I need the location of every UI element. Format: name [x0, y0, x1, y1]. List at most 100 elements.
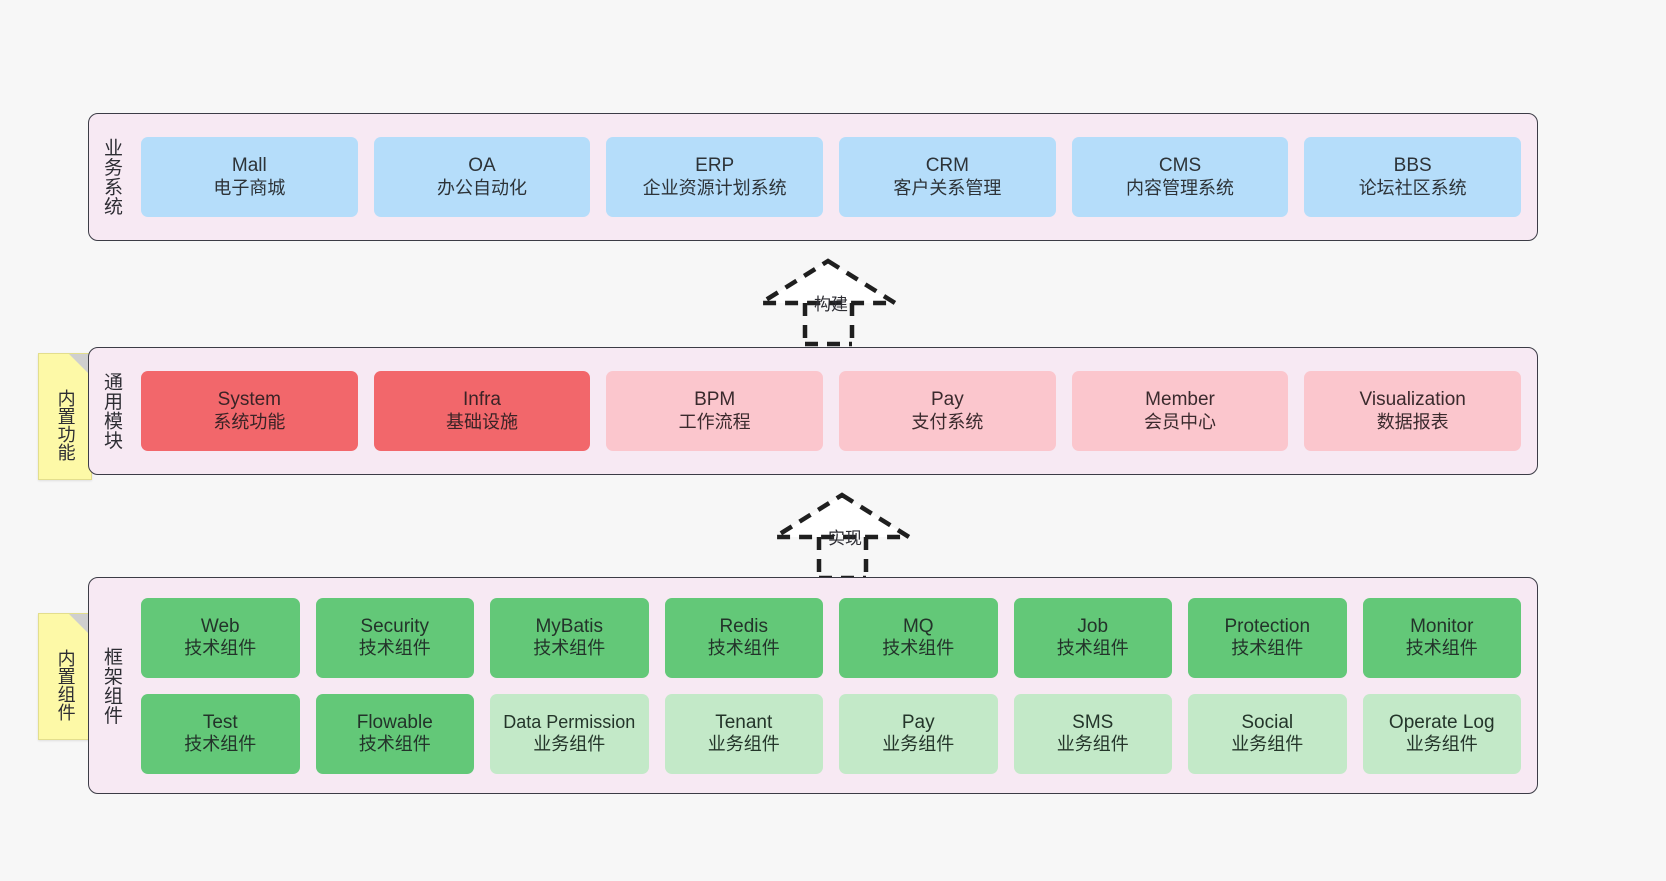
fold-corner-icon — [69, 614, 91, 636]
layer-title-business-system: 业务系统 — [101, 138, 123, 216]
node-mybatis[interactable]: MyBatis 技术组件 — [490, 597, 649, 678]
node-bpm[interactable]: BPM 工作流程 — [606, 371, 824, 451]
node-title: Member — [1145, 389, 1215, 411]
node-subtitle: 基础设施 — [446, 411, 518, 432]
sticky-note-label: 内置组件 — [55, 648, 76, 721]
node-subtitle: 业务组件 — [1405, 734, 1478, 755]
node-flowable[interactable]: Flowable 技术组件 — [315, 693, 474, 774]
layer-title-framework-component: 框架组件 — [101, 646, 123, 725]
node-monitor[interactable]: Monitor 技术组件 — [1362, 597, 1521, 678]
node-subtitle: 数据报表 — [1376, 411, 1449, 432]
node-test[interactable]: Test 技术组件 — [141, 693, 300, 774]
node-subtitle: 技术组件 — [882, 638, 955, 659]
node-erp[interactable]: ERP 企业资源计划系统 — [606, 137, 824, 217]
node-system[interactable]: System 系统功能 — [141, 371, 358, 451]
node-subtitle: 系统功能 — [213, 411, 286, 432]
arrow-shaft-icon — [802, 303, 855, 347]
node-title: Security — [360, 615, 430, 637]
node-sms[interactable]: SMS 业务组件 — [1013, 693, 1172, 774]
node-subtitle: 技术组件 — [184, 638, 257, 659]
node-subtitle: 业务组件 — [707, 734, 780, 755]
layer-body-framework-component: Web 技术组件 Security 技术组件 MyBatis 技术组件 Redi… — [133, 578, 1537, 793]
node-title: Data Permission — [503, 711, 636, 732]
layer-title-common-module: 通用模块 — [101, 372, 123, 450]
node-title: Redis — [719, 615, 769, 637]
node-title: MyBatis — [535, 615, 604, 637]
node-infra[interactable]: Infra 基础设施 — [373, 371, 591, 451]
node-title: Operate Log — [1388, 711, 1495, 733]
node-title: Protection — [1224, 615, 1311, 637]
node-social[interactable]: Social 业务组件 — [1188, 693, 1347, 774]
node-subtitle: 技术组件 — [1056, 638, 1129, 659]
node-title: MQ — [902, 615, 934, 637]
node-protection[interactable]: Protection 技术组件 — [1188, 597, 1347, 678]
node-title: Infra — [462, 389, 502, 411]
node-title: BBS — [1393, 155, 1432, 177]
node-row: Web 技术组件 Security 技术组件 MyBatis 技术组件 Redi… — [141, 597, 1521, 678]
sticky-note-builtin-function: 内置功能 — [38, 353, 92, 480]
node-redis[interactable]: Redis 技术组件 — [664, 597, 823, 678]
node-subtitle: 技术组件 — [533, 638, 606, 659]
node-title: CMS — [1158, 155, 1202, 177]
node-mq[interactable]: MQ 技术组件 — [839, 597, 998, 678]
connector-label-implement: 实现 — [828, 529, 862, 548]
node-tenant[interactable]: Tenant 业务组件 — [664, 693, 823, 774]
arrow-head-icon — [767, 492, 917, 540]
node-visualization[interactable]: Visualization 数据报表 — [1304, 371, 1522, 451]
node-web[interactable]: Web 技术组件 — [141, 597, 300, 678]
node-title: Test — [202, 711, 238, 733]
node-title: Social — [1241, 711, 1294, 733]
node-title: ERP — [695, 155, 735, 177]
node-oa[interactable]: OA 办公自动化 — [373, 137, 591, 217]
layer-common-module: 通用模块 System 系统功能 Infra 基础设施 BPM 工作流程 Pay… — [88, 347, 1538, 475]
node-title: Monitor — [1410, 615, 1474, 637]
node-subtitle: 技术组件 — [358, 638, 431, 659]
node-title: BPM — [694, 389, 736, 411]
node-mall[interactable]: Mall 电子商城 — [141, 137, 358, 217]
sticky-note-label: 内置功能 — [55, 388, 76, 461]
fold-corner-icon — [69, 354, 91, 376]
node-subtitle: 业务组件 — [533, 733, 606, 754]
node-row: Test 技术组件 Flowable 技术组件 Data Permission … — [141, 693, 1521, 774]
node-bbs[interactable]: BBS 论坛社区系统 — [1304, 137, 1522, 217]
node-subtitle: 技术组件 — [358, 734, 431, 755]
node-title: OA — [468, 155, 496, 177]
node-subtitle: 办公自动化 — [437, 177, 527, 198]
sticky-note-builtin-component: 内置组件 — [38, 613, 92, 740]
node-subtitle: 企业资源计划系统 — [642, 177, 787, 198]
node-cms[interactable]: CMS 内容管理系统 — [1071, 137, 1289, 217]
node-subtitle: 业务组件 — [882, 734, 955, 755]
node-subtitle: 技术组件 — [1231, 638, 1304, 659]
node-title: CRM — [925, 155, 969, 177]
node-subtitle: 业务组件 — [1056, 734, 1129, 755]
node-title: SMS — [1072, 711, 1114, 733]
node-member[interactable]: Member 会员中心 — [1071, 371, 1289, 451]
node-title: Flowable — [356, 711, 433, 733]
node-subtitle: 工作流程 — [678, 411, 751, 432]
node-title: Web — [200, 615, 240, 637]
node-title: Job — [1077, 615, 1109, 637]
connector-implement: 实现 — [766, 490, 926, 581]
node-title: Mall — [231, 155, 267, 177]
node-subtitle: 技术组件 — [1405, 638, 1478, 659]
layer-business-system: 业务系统 Mall 电子商城 OA 办公自动化 ERP 企业资源计划系统 CRM… — [88, 113, 1538, 241]
node-title: Pay — [901, 711, 935, 733]
node-row: Mall 电子商城 OA 办公自动化 ERP 企业资源计划系统 CRM 客户关系… — [141, 137, 1522, 217]
layer-body-business-system: Mall 电子商城 OA 办公自动化 ERP 企业资源计划系统 CRM 客户关系… — [133, 114, 1537, 240]
node-subtitle: 技术组件 — [707, 638, 780, 659]
node-crm[interactable]: CRM 客户关系管理 — [839, 137, 1056, 217]
connector-label-build: 构建 — [814, 295, 848, 314]
node-data-permission[interactable]: Data Permission 业务组件 — [490, 693, 649, 774]
node-job[interactable]: Job 技术组件 — [1013, 597, 1172, 678]
node-pay-component[interactable]: Pay 业务组件 — [839, 693, 998, 774]
node-operate-log[interactable]: Operate Log 业务组件 — [1362, 693, 1521, 774]
node-title: Pay — [930, 389, 964, 411]
node-title: System — [217, 389, 282, 411]
arrow-head-icon — [753, 258, 903, 306]
node-subtitle: 电子商城 — [213, 177, 286, 198]
node-security[interactable]: Security 技术组件 — [315, 597, 474, 678]
node-title: Visualization — [1359, 389, 1466, 411]
layer-body-common-module: System 系统功能 Infra 基础设施 BPM 工作流程 Pay 支付系统… — [133, 348, 1537, 474]
node-pay[interactable]: Pay 支付系统 — [839, 371, 1056, 451]
